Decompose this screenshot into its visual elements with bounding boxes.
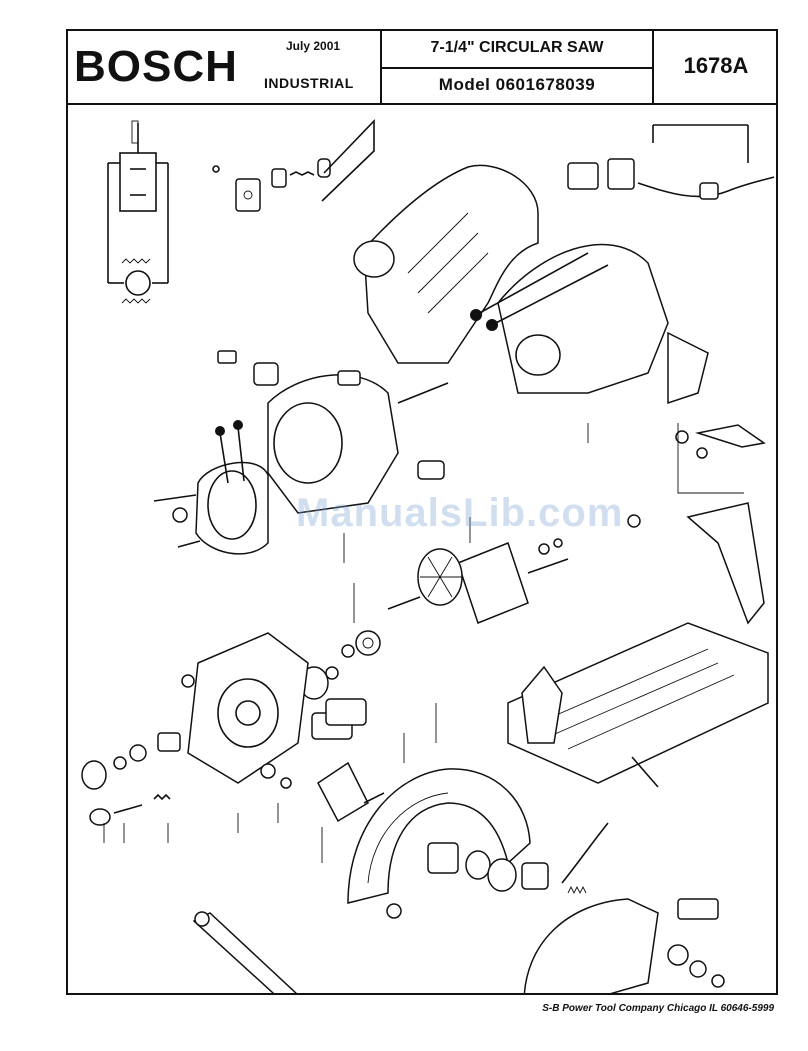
division-label: INDUSTRIAL: [264, 75, 354, 91]
power-cord: [567, 124, 775, 200]
code-cell: 1678A: [654, 31, 778, 103]
depth-lever: [675, 423, 766, 494]
watermark-text: ManualsLib.com: [296, 491, 624, 535]
callout-leaders: [103, 423, 589, 863]
title-block: BOSCH July 2001 INDUSTRIAL 7-1/4" CIRCUL…: [68, 31, 776, 105]
lower-blade-guard: [523, 822, 725, 993]
blade-flanges: [427, 842, 549, 892]
upper-blade-guard: [347, 768, 531, 919]
field-stator: [153, 420, 269, 555]
bearings: [299, 630, 381, 700]
product-title: 7-1/4" CIRCULAR SAW: [430, 39, 604, 56]
parts-sheet: BOSCH July 2001 INDUSTRIAL 7-1/4" CIRCUL…: [66, 29, 778, 995]
issue-date: July 2001: [286, 39, 341, 53]
brand-logo: BOSCH: [74, 42, 238, 91]
model-number: Model 0601678039: [438, 75, 596, 94]
wiring-schematic: [107, 120, 169, 304]
armature: [387, 538, 569, 624]
tool-code: 1678A: [683, 53, 749, 78]
product-cell: 7-1/4" CIRCULAR SAW Model 0601678039: [382, 31, 654, 103]
handle-housing: [353, 164, 709, 405]
small-parts-left: [81, 732, 181, 826]
spindle-shaft: [260, 761, 385, 823]
motor-housing: [217, 350, 449, 514]
switch-assembly: [212, 119, 375, 212]
gear-housing: [181, 632, 367, 784]
exploded-parts-diagram: [81, 119, 775, 993]
base-plate: [507, 502, 769, 788]
divider: [382, 67, 652, 69]
blade-wrench: [192, 911, 297, 993]
brand-cell: BOSCH July 2001 INDUSTRIAL: [68, 31, 382, 103]
footer-company: S-B Power Tool Company Chicago IL 60646-…: [542, 1003, 774, 1014]
